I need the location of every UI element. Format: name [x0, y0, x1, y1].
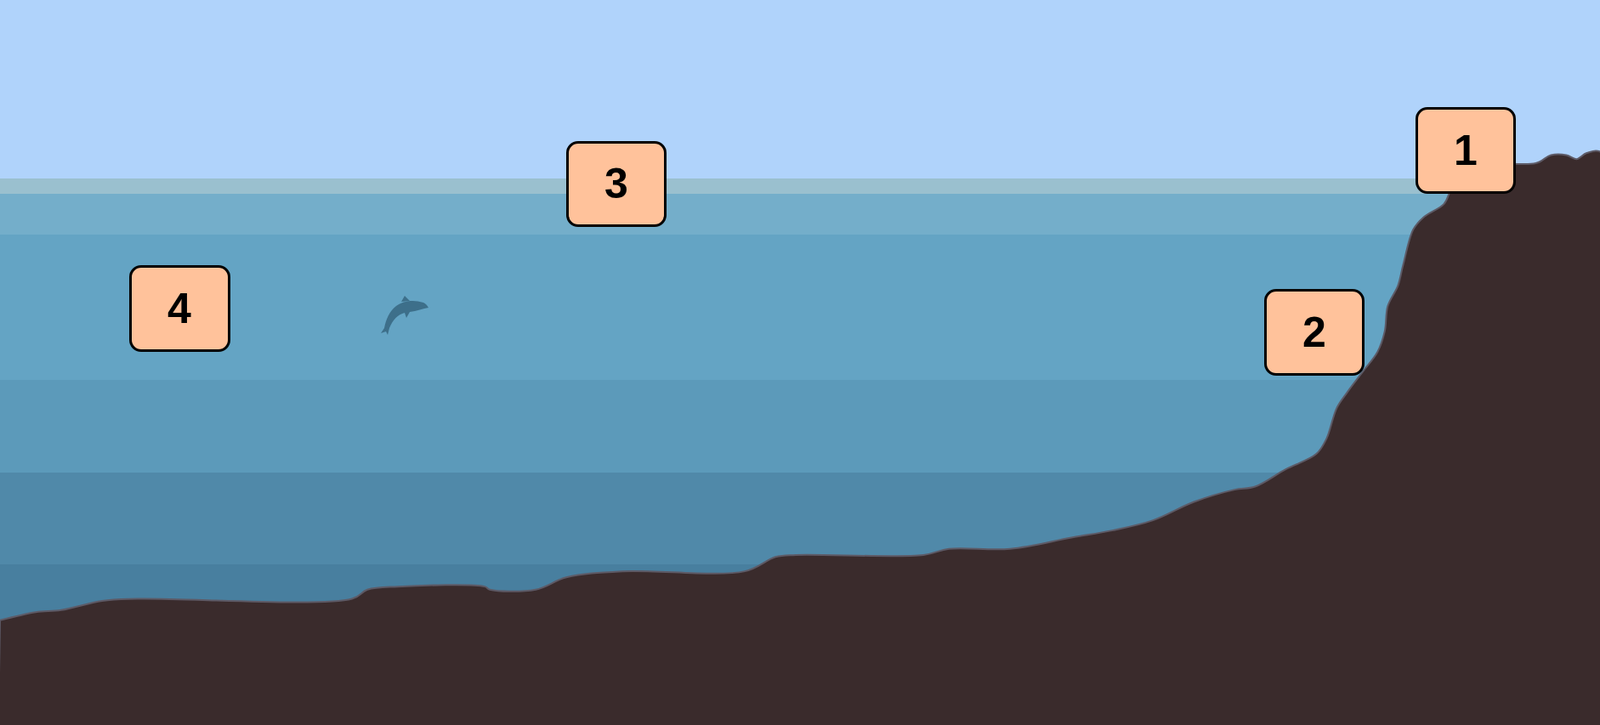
dolphin [380, 295, 429, 335]
water-band [0, 178, 1600, 194]
water-band [0, 234, 1600, 381]
water-band [0, 193, 1600, 235]
callout-number: 2 [1302, 311, 1327, 354]
callout-box: 3 [566, 141, 667, 227]
sky [0, 0, 1600, 179]
callout-number: 1 [1453, 129, 1478, 172]
seafloor-terrain [0, 150, 1600, 725]
callout-box: 1 [1415, 107, 1516, 194]
callout-box: 4 [129, 265, 231, 352]
dolphin-shape [380, 295, 429, 335]
callout-number: 3 [604, 162, 629, 205]
callout-number: 4 [167, 287, 192, 330]
callout-box: 2 [1264, 289, 1365, 376]
